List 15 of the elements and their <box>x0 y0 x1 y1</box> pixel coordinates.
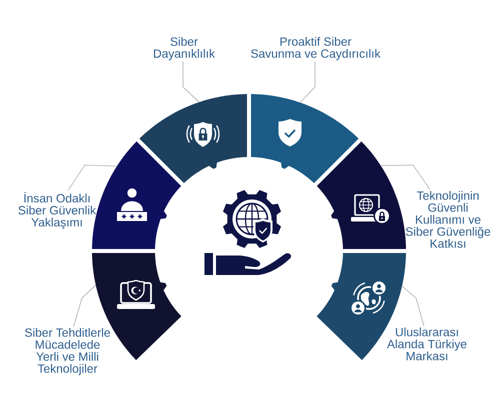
segment-label: İnsan Odaklı Siber Güvenlik Yaklaşımı <box>18 192 96 229</box>
leader-line <box>73 284 96 327</box>
ring-segment <box>251 94 359 184</box>
ring-segment <box>139 94 247 184</box>
segment-label: Siber Dayanıklılık <box>154 37 216 60</box>
leader-line <box>182 61 200 102</box>
segment-label: Uluslararası Alanda Türkiye Markası <box>387 328 466 360</box>
segment-label: Teknolojinin Güvenli Kullanımı ve Siber Güvenliğe Katkısı <box>406 191 490 248</box>
leader-line <box>380 164 430 190</box>
segment-label: Siber Tehditlerle Mücadelede Yerli ve Milli Teknolojiler <box>25 328 110 376</box>
leader-line <box>402 286 424 326</box>
leader-line <box>300 61 316 103</box>
leader-line <box>68 164 118 191</box>
ring-segment <box>316 141 406 249</box>
segment-label: Proaktif Siber Savunma ve Caydırıcılık <box>251 37 380 60</box>
